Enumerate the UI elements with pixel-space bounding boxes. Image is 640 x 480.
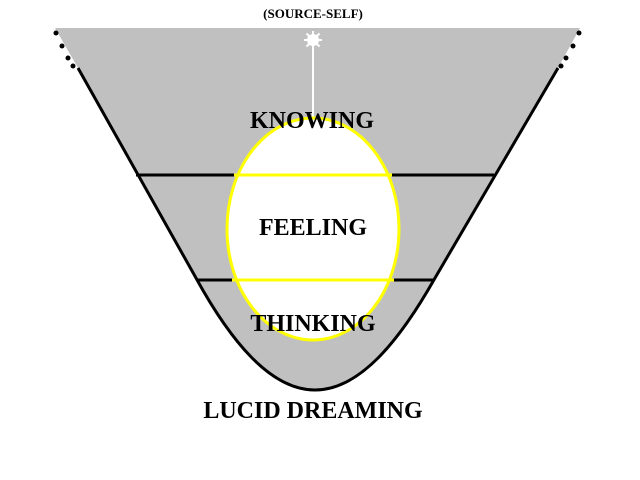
source-self-label: (SOURCE-SELF) <box>263 6 363 21</box>
lucid-dreaming-label: LUCID DREAMING <box>203 398 423 424</box>
funnel-right-dots <box>558 30 582 69</box>
funnel-left-dots <box>53 30 76 69</box>
level-label-feeling: FEELING <box>259 215 367 241</box>
funnel-outline <box>76 67 560 392</box>
source-star-icon <box>304 31 322 49</box>
level-label-knowing: KNOWING <box>250 108 374 134</box>
level-label-thinking: THINKING <box>250 311 376 337</box>
